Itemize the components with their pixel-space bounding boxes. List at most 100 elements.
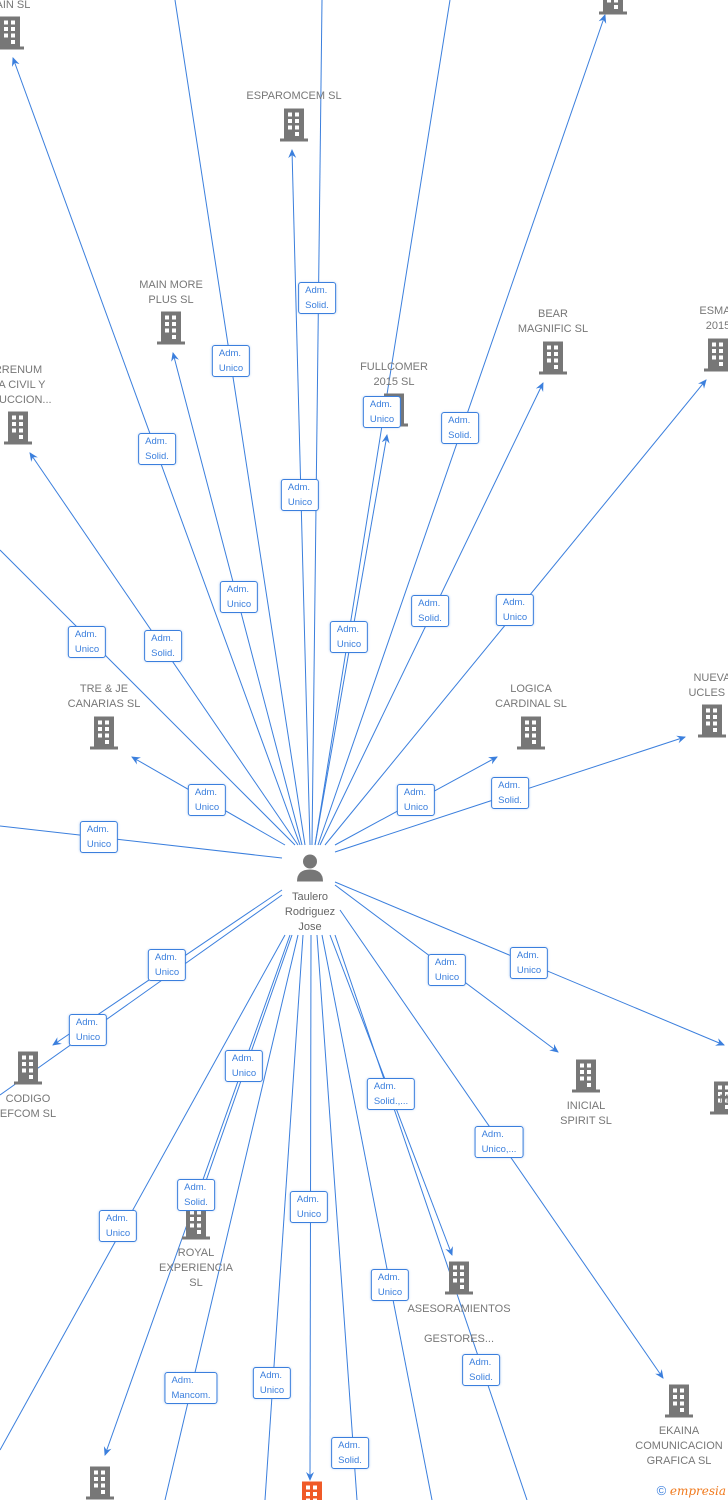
company-name[interactable]: NUEVA UCLES S: [688, 671, 728, 701]
company-name-line: TRE & JE: [79, 683, 129, 695]
company-name-line: ESPAROMCEM SL: [246, 90, 342, 102]
building-icon[interactable]: [277, 107, 311, 148]
company-name-line: NUEVA: [693, 672, 728, 684]
person-name-line: Taulero: [291, 891, 329, 903]
role-label[interactable]: Adm. Unico: [396, 784, 436, 816]
company-name-line: 2015: [705, 320, 728, 332]
role-label[interactable]: Adm. Unico: [68, 1014, 108, 1046]
company-name-line: MAIN MORE: [139, 279, 203, 291]
person-name-line: Rodriguez: [284, 906, 336, 918]
company-name[interactable]: RRENUMRA CIVIL YTRUCCION...: [0, 363, 52, 408]
company-name[interactable]: MAIN MORE PLUS SL: [139, 278, 203, 308]
role-label[interactable]: Adm. Solid.,...: [366, 1078, 416, 1110]
role-label[interactable]: Adm. Unico: [79, 821, 119, 853]
edge-line: [311, 0, 323, 846]
logo-text: mpresia: [676, 1484, 726, 1498]
company-name[interactable]: M: [719, 1092, 728, 1107]
company-name[interactable]: EKAINA COMUNICACION GRAFICA SL: [635, 1424, 722, 1469]
building-icon[interactable]: [536, 340, 570, 381]
role-label[interactable]: Adm. Unico: [329, 621, 369, 653]
role-label[interactable]: Adm. Mancom.: [164, 1372, 218, 1404]
company-name-line: GRAFICA SL: [646, 1455, 712, 1467]
building-icon[interactable]: [83, 1465, 117, 1500]
company-name[interactable]: TAIN SL: [0, 0, 30, 13]
company-name-line: COMUNICACION: [635, 1440, 723, 1452]
building-icon[interactable]: [1, 410, 35, 451]
building-icon[interactable]: [514, 715, 548, 756]
building-icon[interactable]: [442, 1260, 476, 1301]
role-label[interactable]: Adm. Solid.: [411, 595, 449, 627]
role-label[interactable]: Adm. Unico: [427, 954, 467, 986]
role-label[interactable]: Adm. Solid.: [491, 777, 529, 809]
role-label[interactable]: Adm. Solid.: [144, 630, 182, 662]
company-name[interactable]: ASESORAMIENTOS GESTORES...: [407, 1302, 510, 1347]
role-label[interactable]: Adm. Unico: [495, 594, 535, 626]
company-name-line: LOGICA: [510, 683, 552, 695]
building-icon[interactable]: [596, 0, 630, 21]
building-icon[interactable]: [662, 1383, 696, 1424]
company-name[interactable]: ESMAL 2015: [699, 304, 728, 334]
role-label[interactable]: Adm. Unico: [509, 947, 549, 979]
role-label[interactable]: Adm. Unico: [147, 949, 187, 981]
building-icon[interactable]: [87, 715, 121, 756]
building-icon[interactable]: [707, 1080, 728, 1121]
edge-line: [321, 934, 433, 1500]
building-icon[interactable]: [179, 1205, 213, 1246]
company-name-line: 2015 SL: [373, 376, 415, 388]
role-label[interactable]: Adm. Unico: [211, 345, 251, 377]
role-label[interactable]: Adm. Unico: [370, 1269, 410, 1301]
edge-line: [174, 0, 306, 846]
company-name-line: FULLCOMER: [360, 361, 428, 373]
role-label[interactable]: Adm. Solid.: [462, 1354, 500, 1386]
role-label[interactable]: Adm. Unico: [219, 581, 259, 613]
company-name-line: GESTORES...: [423, 1333, 495, 1345]
role-label[interactable]: Adm. Unico: [289, 1191, 329, 1223]
role-label[interactable]: Adm. Unico: [67, 626, 107, 658]
company-name-line: ASESORAMIENTOS: [407, 1303, 511, 1315]
building-icon[interactable]: [11, 1050, 45, 1091]
company-name[interactable]: LOGICA CARDINAL SL: [495, 682, 567, 712]
person-icon[interactable]: [295, 853, 325, 888]
edge-line: [0, 894, 283, 1096]
role-label[interactable]: Adm. Unico: [98, 1210, 138, 1242]
role-label[interactable]: Adm. Solid.: [441, 412, 479, 444]
role-label[interactable]: Adm. Unico: [187, 784, 227, 816]
company-name-line: UCLES S: [688, 687, 728, 699]
person-name-line: Jose: [298, 921, 322, 933]
building-icon[interactable]: [295, 1480, 329, 1500]
role-label[interactable]: Adm. Solid.: [177, 1179, 215, 1211]
company-name-line: EKAINA: [658, 1425, 700, 1437]
company-name-line: ESMAL: [699, 305, 728, 317]
role-label[interactable]: Adm. Unico,...: [474, 1126, 524, 1158]
company-name-line: CARDINAL SL: [495, 698, 567, 710]
company-name-line: TAIN SL: [0, 0, 31, 11]
role-label[interactable]: Adm. Unico: [224, 1050, 264, 1082]
role-label[interactable]: Adm. Solid.: [138, 433, 176, 465]
company-name-line: MAGNIFIC SL: [517, 323, 589, 335]
company-name-line: M: [719, 1093, 728, 1105]
role-label[interactable]: Adm. Unico: [362, 396, 402, 428]
company-name-line: SPIRIT SL: [560, 1115, 612, 1127]
role-label[interactable]: Adm. Solid.: [298, 282, 336, 314]
company-name[interactable]: ESPAROMCEM SL: [246, 89, 341, 104]
role-label[interactable]: Adm. Unico: [280, 479, 320, 511]
building-icon[interactable]: [0, 15, 27, 56]
edge-line: [0, 934, 286, 1451]
company-name-line: PLUS SL: [148, 294, 194, 306]
company-name[interactable]: FULLCOMER 2015 SL: [360, 360, 428, 390]
building-icon[interactable]: [695, 703, 728, 744]
company-name-line: [407, 1317, 510, 1332]
building-icon[interactable]: [154, 310, 188, 351]
building-icon[interactable]: [569, 1058, 603, 1099]
company-name-line: SL: [189, 1277, 203, 1289]
role-label[interactable]: Adm. Solid.: [331, 1437, 369, 1469]
role-label[interactable]: Adm. Unico: [252, 1367, 292, 1399]
building-icon[interactable]: [701, 337, 728, 378]
